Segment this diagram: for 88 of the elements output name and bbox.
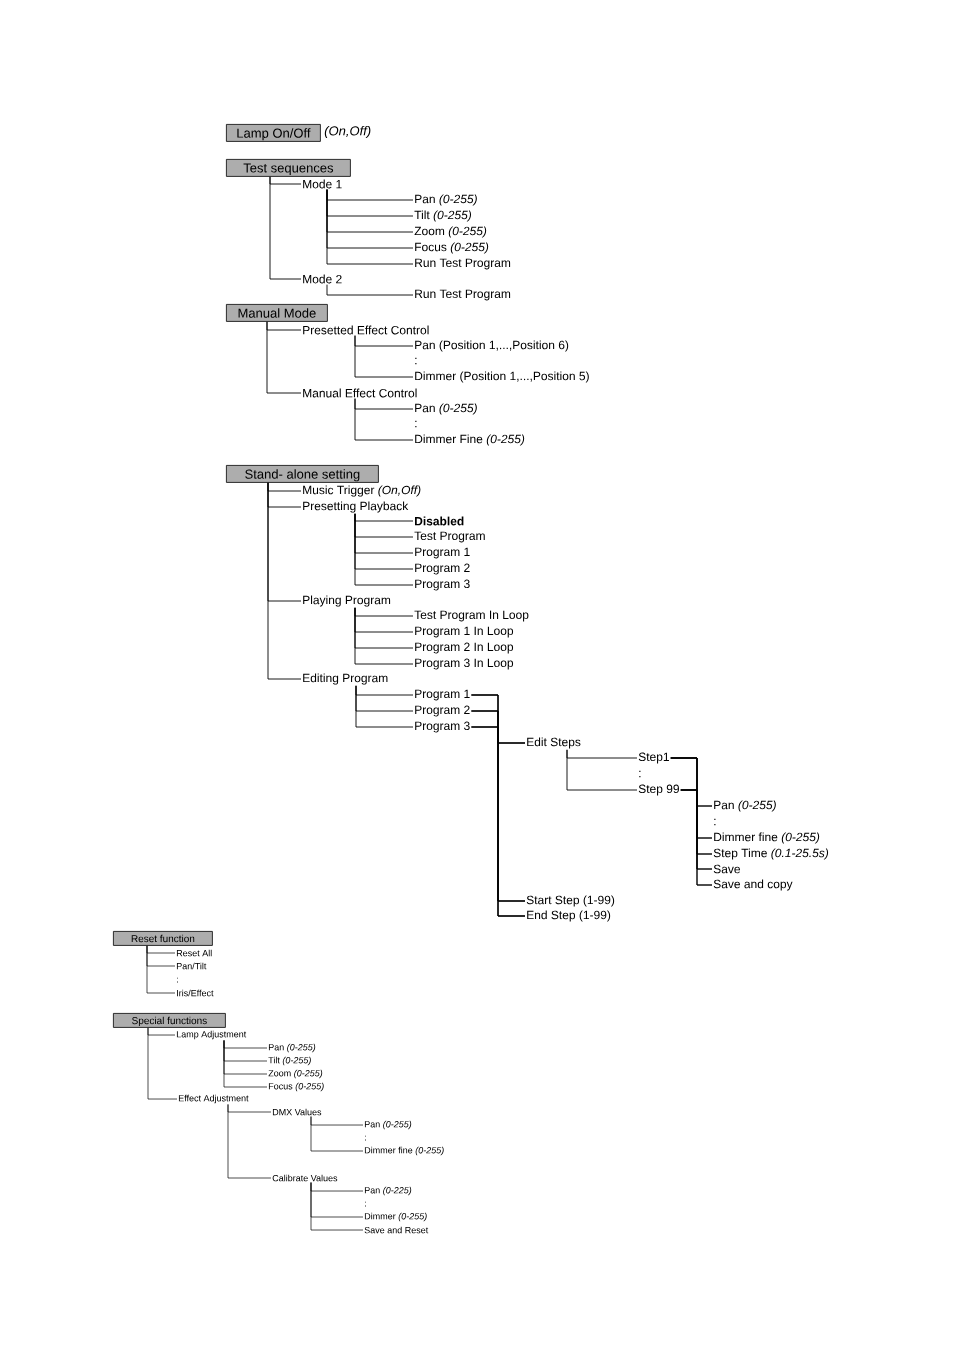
tree-connector (310, 1182, 364, 1231)
ellipsis-dots: : (714, 818, 716, 826)
menu-item: Focus (0-255) (268, 1082, 324, 1092)
menu-item: Presetting Playback (303, 501, 409, 513)
tree-connector (680, 789, 713, 886)
menu-item: Iris/Effect (177, 989, 214, 997)
menu-item: Dimmer (Position 1,...,Position 5) (415, 371, 589, 383)
menu-item: Pan/Tilt (176, 962, 207, 970)
menu-item: Program 3 (415, 721, 470, 733)
menu-item: Save (713, 864, 740, 874)
tree-connector (269, 176, 302, 280)
menu-heading-box: Reset function (113, 931, 213, 946)
ellipsis-dots: : (415, 420, 417, 428)
menu-item: Program 1 In Loop (415, 626, 514, 638)
menu-item: Tilt (0-255) (268, 1056, 311, 1066)
menu-item: Dimmer fine (0-255) (364, 1146, 444, 1156)
menu-item: Pan (0-255) (714, 800, 776, 812)
menu-item: Step 99 (638, 784, 679, 796)
ellipsis-dots: : (365, 1135, 366, 1141)
menu-item: Save and Reset (364, 1226, 429, 1234)
menu-item: Dimmer Fine (0-255) (415, 434, 525, 446)
tree-connector (266, 321, 302, 394)
menu-item: Save and copy (713, 879, 793, 891)
tree-connector (354, 513, 414, 586)
menu-item: Dimmer fine (0-255) (714, 832, 820, 844)
menu-item: Mode 2 (303, 274, 342, 284)
tree-connector (147, 1027, 178, 1100)
menu-item: Program 2 (415, 563, 470, 575)
tree-connector (310, 1116, 364, 1152)
tree-connector (326, 189, 414, 265)
menu-item: Disabled (415, 516, 464, 526)
ellipsis-dots: : (639, 770, 641, 778)
menu-item: Start Step (1-99) (526, 895, 615, 907)
menu-item: Playing Program (303, 595, 391, 607)
menu-item: Program 1 (415, 689, 470, 701)
menu-item: Pan (0-255) (415, 194, 477, 206)
menu-heading-box: Lamp On/Off (226, 124, 321, 142)
menu-item: Program 1 (415, 547, 470, 559)
menu-item: Edit Steps (527, 737, 581, 749)
menu-item: Presetted Effect Control (303, 325, 429, 335)
menu-item: DMX Values (272, 1108, 322, 1116)
menu-item: Pan (0-255) (415, 403, 477, 415)
menu-item: Pan (0-255) (268, 1043, 316, 1053)
menu-item: Program 3 (415, 579, 470, 591)
menu-item: Music Trigger (On,Off) (303, 485, 421, 497)
menu-item: Step1 (638, 752, 669, 764)
menu-item: Mode 1 (303, 179, 342, 189)
menu-item: Pan (Position 1,...,Position 6) (415, 340, 569, 352)
menu-item: Pan (0-255) (364, 1120, 412, 1130)
menu-item: Run Test Program (415, 258, 511, 270)
menu-item: Focus (0-255) (415, 242, 489, 254)
tree-connector (354, 398, 414, 441)
menu-heading-box: Special functions (113, 1013, 226, 1028)
ellipsis-dots: : (415, 357, 417, 365)
menu-item: Run Test Program (415, 289, 511, 301)
menu-item: Effect Adjustment (178, 1094, 249, 1104)
menu-item: End Step (1-99) (527, 910, 611, 922)
ellipsis-dots: : (177, 977, 178, 983)
menu-item: Step Time (0.1-25.5s) (713, 848, 829, 860)
tree-connector (354, 335, 414, 378)
menu-item: Test Program In Loop (414, 610, 529, 622)
menu-item: Test Program (414, 531, 485, 543)
menu-item: Zoom (0-255) (268, 1069, 323, 1079)
menu-heading-box: Stand- alone setting (226, 465, 379, 483)
menu-item: Tilt (0-255) (414, 210, 472, 222)
tree-connector (354, 607, 414, 665)
menu-item: Program 2 In Loop (415, 642, 514, 654)
tree-connector (223, 1040, 268, 1088)
tree-connector (566, 749, 638, 791)
menu-heading-box: Manual Mode (226, 304, 328, 322)
tree-connector (326, 284, 414, 296)
menu-item: Pan (0-225) (364, 1186, 412, 1196)
menu-item: Program 3 In Loop (415, 658, 514, 670)
menu-item: Dimmer (0-255) (364, 1212, 427, 1222)
tree-connector (267, 482, 302, 680)
menu-item: Lamp Adjustment (176, 1030, 247, 1040)
menu-item: Calibrate Values (272, 1174, 338, 1182)
tree-connector (146, 945, 176, 994)
menu-heading-box: Test sequences (226, 159, 351, 177)
tree-connector (355, 685, 414, 728)
tree-connector (227, 1104, 272, 1179)
menu-item: Zoom (0-255) (414, 226, 487, 238)
menu-item: Editing Program (303, 673, 388, 685)
option-text: (On,Off) (324, 125, 371, 139)
menu-item: Program 2 (415, 705, 470, 717)
menu-item: Reset All (176, 949, 212, 957)
menu-item: Manual Effect Control (303, 388, 417, 398)
ellipsis-dots: : (365, 1201, 366, 1207)
